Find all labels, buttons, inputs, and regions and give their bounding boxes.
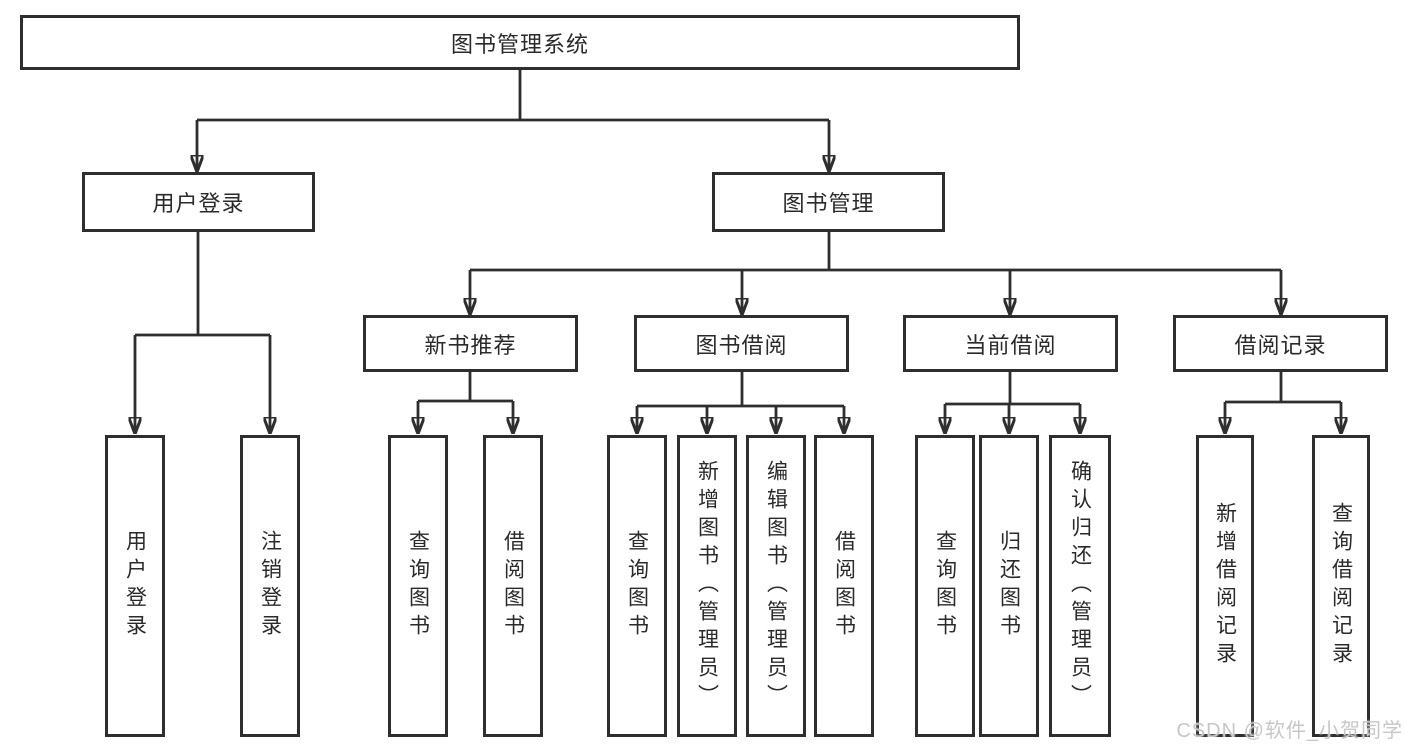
leaf-label: 借阅图书 (832, 530, 856, 642)
group-label: 新书推荐 (424, 332, 517, 358)
leaf-label: 归还图书 (997, 530, 1021, 642)
leaf-label: 查询借阅记录 (1329, 502, 1353, 670)
leaf-user-login: 用户登录 (105, 435, 165, 737)
leaf-borrow-books: 借阅图书 (814, 435, 874, 737)
leaf-borrow-books: 借阅图书 (483, 435, 543, 737)
leaf-label: 新增图书（管理员） (695, 460, 719, 712)
branch-label: 用户登录 (152, 191, 245, 216)
group-label: 图书借阅 (695, 332, 788, 358)
root-node-label: 图书管理系统 (450, 31, 589, 57)
leaf-add-borrow-record: 新增借阅记录 (1196, 435, 1254, 737)
leaf-label: 新增借阅记录 (1213, 502, 1237, 670)
leaf-label: 编辑图书（管理员） (764, 460, 788, 712)
group-new-book-recommend: 新书推荐 (363, 315, 578, 372)
leaf-label: 查询图书 (406, 530, 430, 642)
leaf-confirm-return-admin: 确认归还（管理员） (1049, 435, 1111, 737)
branch-user-login: 用户登录 (82, 172, 315, 232)
leaf-return-books: 归还图书 (979, 435, 1039, 737)
leaf-label: 注销登录 (258, 530, 282, 642)
leaf-query-books: 查询图书 (915, 435, 975, 737)
group-label: 当前借阅 (964, 332, 1057, 358)
group-book-borrow: 图书借阅 (634, 315, 849, 372)
csdn-watermark: CSDN @软件_小贺同学 (1176, 720, 1403, 742)
leaf-logout: 注销登录 (240, 435, 300, 737)
root-node-book-management-system: 图书管理系统 (20, 15, 1020, 70)
leaf-query-books: 查询图书 (388, 435, 448, 737)
branch-label: 图书管理 (782, 191, 875, 216)
branch-book-management: 图书管理 (712, 172, 945, 232)
group-label: 借阅记录 (1234, 332, 1327, 358)
leaf-edit-books-admin: 编辑图书（管理员） (746, 435, 806, 737)
group-borrow-records: 借阅记录 (1173, 315, 1388, 372)
leaf-label: 用户登录 (123, 530, 147, 642)
leaf-label: 查询图书 (933, 530, 957, 642)
leaf-label: 确认归还（管理员） (1068, 460, 1092, 712)
leaf-label: 借阅图书 (501, 530, 525, 642)
leaf-query-borrow-record: 查询借阅记录 (1312, 435, 1370, 737)
leaf-label: 查询图书 (625, 530, 649, 642)
group-current-borrow: 当前借阅 (903, 315, 1118, 372)
leaf-add-books-admin: 新增图书（管理员） (677, 435, 737, 737)
leaf-query-books: 查询图书 (607, 435, 667, 737)
